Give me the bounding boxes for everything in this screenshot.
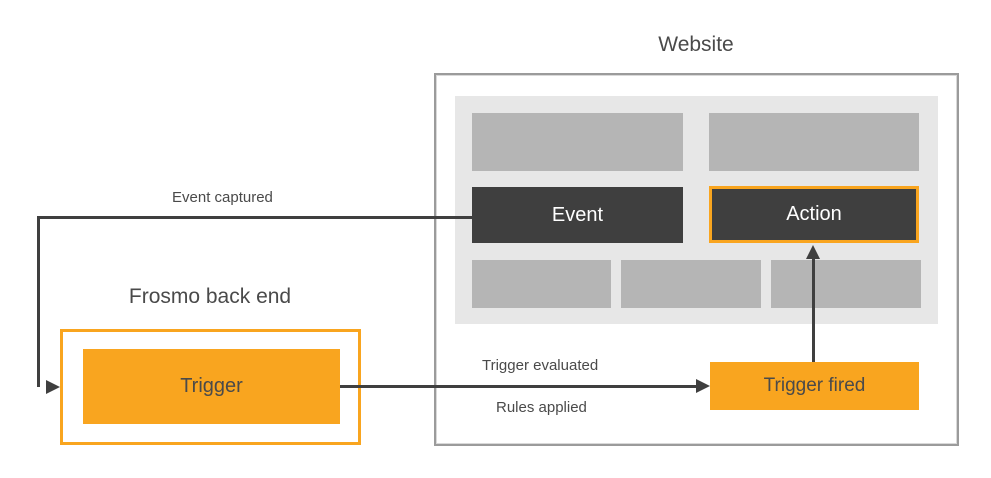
frosmo-backend-title: Frosmo back end [128, 285, 292, 308]
trigger-fired-box: Trigger fired [710, 362, 919, 410]
placeholder-block [472, 113, 683, 171]
trigger-box: Trigger [83, 349, 340, 424]
arrow-trigger-fired-line [812, 250, 815, 362]
event-box: Event [472, 187, 683, 243]
edge-label-rules-applied: Rules applied [496, 399, 587, 416]
arrowhead-right-icon [46, 380, 60, 394]
action-label: Action [786, 203, 842, 225]
arrow-trigger-evaluated-line [340, 385, 698, 388]
arrow-event-captured-vertical-line [37, 216, 40, 387]
placeholder-block [771, 260, 921, 308]
placeholder-block [472, 260, 611, 308]
arrow-event-captured-horizontal-line [37, 216, 472, 219]
edge-label-event-captured: Event captured [172, 189, 273, 206]
arrowhead-right-icon [696, 379, 710, 393]
action-box: Action [709, 186, 919, 243]
event-label: Event [551, 203, 604, 226]
trigger-label: Trigger [180, 375, 243, 397]
arrowhead-up-icon [806, 245, 820, 259]
edge-label-trigger-evaluated: Trigger evaluated [482, 357, 599, 374]
placeholder-block [709, 113, 919, 171]
website-title: Website [658, 33, 734, 56]
trigger-fired-label: Trigger fired [763, 375, 866, 396]
placeholder-block [621, 260, 761, 308]
